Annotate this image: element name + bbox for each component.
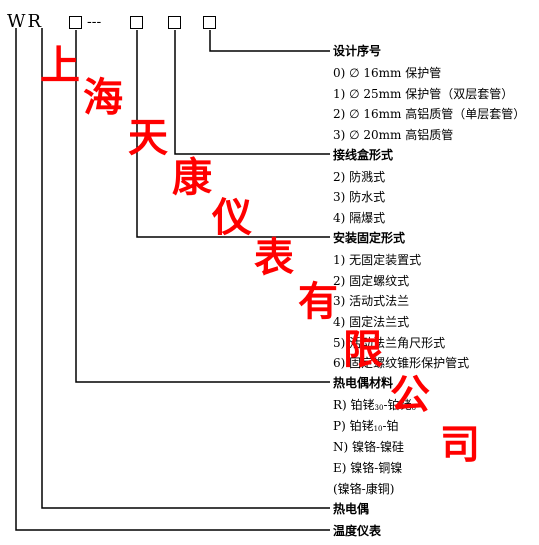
material-item: P) 铂铑10-铂 xyxy=(333,419,399,433)
junction-box-item: 4) 隔爆式 xyxy=(333,211,386,225)
mounting-item: 1) 无固定装置式 xyxy=(333,253,422,267)
mounting-item: 3) 活动式法兰 xyxy=(333,294,410,308)
watermark-char: 限 xyxy=(343,327,383,373)
code-box-mounting xyxy=(130,16,143,29)
model-prefix: WR xyxy=(7,11,44,32)
watermark-char: 康 xyxy=(172,155,212,201)
design-no-item: 0) ∅ 16mm 保护管 xyxy=(333,66,442,80)
junction-box-item: 3) 防水式 xyxy=(333,190,386,204)
mounting-item: 6) 固定螺纹锥形保护管式 xyxy=(333,356,470,370)
material-title: 热电偶材料 xyxy=(333,376,394,390)
design-no-item: 2) ∅ 16mm 高铝质管（单层套管） xyxy=(333,107,526,121)
mounting-item: 4) 固定法兰式 xyxy=(333,315,410,329)
watermark-char: 海 xyxy=(83,75,123,121)
code-dashes: --- xyxy=(87,14,102,30)
material-item: E) 镍铬-铜镍 xyxy=(333,461,403,475)
watermark-char: 天 xyxy=(128,115,168,161)
mounting-item: 5) 活动法兰角尺形式 xyxy=(333,336,446,350)
material-item: N) 镍铬-镍硅 xyxy=(333,440,405,454)
mounting-title: 安装固定形式 xyxy=(333,231,406,245)
design-no-title: 设计序号 xyxy=(333,44,382,58)
junction-box-title: 接线盒形式 xyxy=(333,148,394,162)
code-box-material xyxy=(69,16,82,29)
watermark-char: 上 xyxy=(40,43,80,89)
design-no-item: 3) ∅ 20mm 高铝质管 xyxy=(333,128,454,142)
thermocouple-title: 热电偶 xyxy=(333,502,370,516)
design-no-item: 1) ∅ 25mm 保护管（双层套管） xyxy=(333,87,514,101)
watermark-char: 仪 xyxy=(212,195,252,241)
code-box-design xyxy=(203,16,216,29)
junction-box-item: 2) 防溅式 xyxy=(333,170,386,184)
watermark-char: 公 xyxy=(390,372,430,418)
watermark-char: 表 xyxy=(254,235,294,281)
material-item: R) 铂铑30-铂铑6 xyxy=(333,398,416,412)
material-item: (镍铬-康铜) xyxy=(333,482,395,496)
watermark-char: 有 xyxy=(298,279,338,325)
code-box-junction xyxy=(168,16,181,29)
temperature-instrument-title: 温度仪表 xyxy=(333,524,382,538)
mounting-item: 2) 固定螺纹式 xyxy=(333,274,410,288)
watermark-char: 司 xyxy=(440,422,480,468)
